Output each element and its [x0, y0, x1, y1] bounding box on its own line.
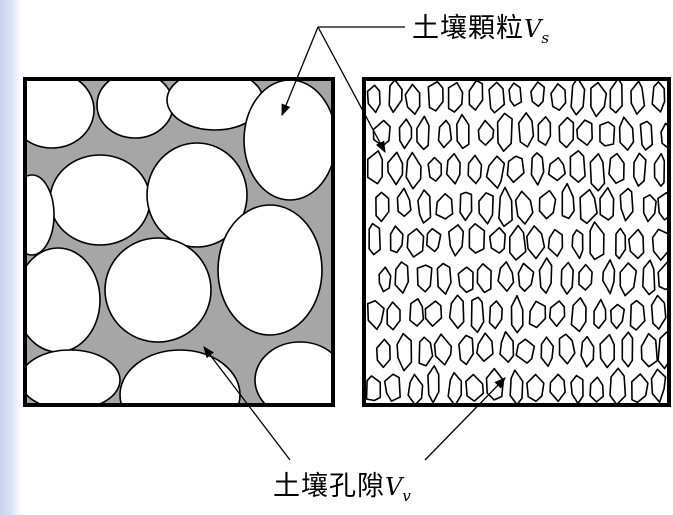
particle: [120, 350, 240, 440]
particle: [16, 248, 100, 352]
particle: [10, 175, 54, 255]
soil-particles-label: 土壤顆粒Vs: [412, 6, 549, 45]
soil-pores-text: 土壤孔隙: [273, 471, 385, 502]
fine-particle: [498, 113, 512, 151]
particle: [244, 80, 336, 200]
fine-particle: [570, 151, 585, 182]
fine-particle: [600, 122, 615, 146]
soil-particles-subscript: s: [541, 29, 549, 47]
fine-particle: [634, 153, 646, 186]
soil-pores-subscript: v: [402, 487, 410, 505]
soil-pores-symbol: V: [385, 473, 402, 501]
fine-particle: [369, 224, 380, 255]
fine-particle: [469, 224, 484, 253]
fine-particle: [622, 332, 632, 367]
coarse-soil-panel: [10, 70, 345, 440]
particle: [105, 238, 211, 342]
fine-particle: [640, 121, 652, 150]
fine-soil-panel: [364, 78, 673, 405]
soil-particles-symbol: V: [524, 15, 541, 43]
soil-particles-text: 土壤顆粒: [412, 13, 524, 44]
particle: [20, 350, 120, 410]
soil-pores-label: 土壤孔隙Vv: [273, 464, 411, 503]
fine-particle: [509, 83, 521, 106]
particle: [10, 72, 94, 148]
particle: [218, 205, 322, 335]
particle: [97, 72, 173, 138]
fine-particle: [561, 263, 573, 295]
particle: [50, 155, 150, 245]
